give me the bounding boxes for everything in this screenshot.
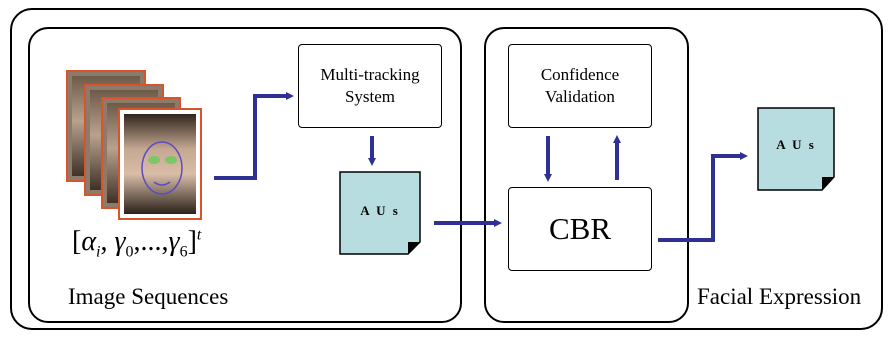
aus-document-middle-label: A U s bbox=[360, 203, 400, 218]
multi-tracking-system-box: Multi-tracking System bbox=[298, 44, 442, 128]
face-image-front bbox=[118, 108, 202, 220]
facial-expression-label: Facial Expression bbox=[697, 284, 862, 309]
face-tracking-overlay bbox=[141, 141, 183, 195]
cbr-box: CBR bbox=[508, 187, 652, 271]
confidence-validation-box: Confidence Validation bbox=[508, 44, 652, 128]
outer-frame bbox=[10, 8, 883, 330]
aus-document-right bbox=[757, 107, 835, 191]
arrow-images-to-tracking bbox=[214, 92, 294, 180]
aus-document-right-label: A U s bbox=[776, 137, 816, 152]
parameter-vector-formula: [αi, γ0,...,γ6]t bbox=[72, 226, 202, 261]
arrow-cbr-to-output bbox=[658, 152, 748, 242]
aus-document-middle bbox=[339, 171, 421, 255]
image-sequences-label: Image Sequences bbox=[68, 284, 229, 309]
